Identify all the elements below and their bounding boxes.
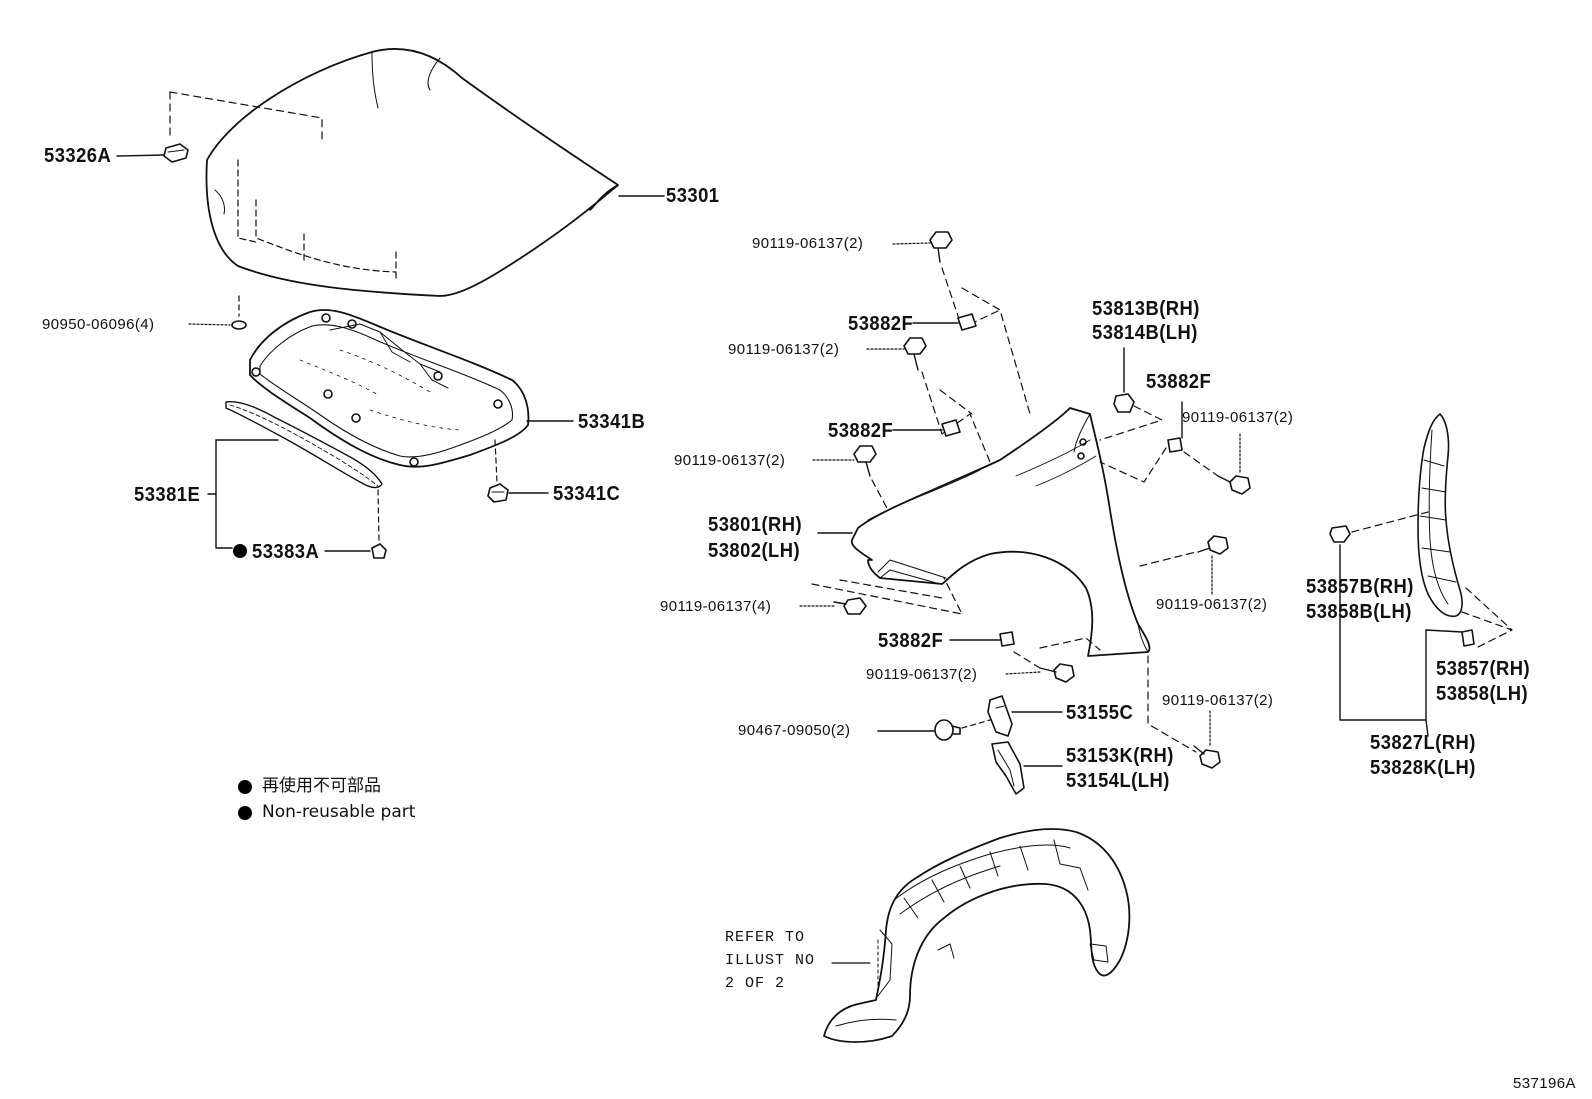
label-53857B: 53857B(RH) [1306,576,1414,598]
clip-90467-09050[interactable] [934,719,961,741]
label-bolt-6: 90119-06137(2) [1182,409,1294,426]
label-53341C: 53341C [553,483,621,505]
label-53383A: 53383A [252,541,320,563]
refer-line-1: REFER TO [725,929,806,946]
non-reusable-marker [233,544,247,558]
bolt-90119-top[interactable] [929,231,953,263]
refer-line-2: ILLUST NO [725,952,816,969]
bolt-90119-2[interactable] [903,337,927,371]
label-53301: 53301 [666,185,720,207]
fender-liner-reference[interactable] [823,828,1131,1043]
label-53858: 53858(LH) [1436,683,1529,705]
label-bolt-4: 90119-06137(4) [660,598,772,615]
label-90950-06096: 90950-06096(4) [42,316,155,333]
legend-english: Non-reusable part [262,802,416,822]
nut-53857[interactable] [1461,629,1475,647]
label-53828K: 53828K(LH) [1370,757,1476,779]
hood-panel[interactable] [169,48,619,297]
label-90467-09050: 90467-09050(2) [738,722,851,739]
label-53882F-1: 53882F [848,313,914,335]
bracket-53882F-3[interactable] [999,631,1015,647]
fender-bracket-53827L[interactable] [1417,413,1463,618]
bolt-90119-5[interactable] [1039,663,1075,683]
label-53381E: 53381E [134,484,201,506]
label-bolt-7: 90119-06137(2) [1156,596,1268,613]
bolt-90119-3[interactable] [853,445,877,477]
label-53802-lh: 53802(LH) [708,540,801,562]
label-bolt-1: 90119-06137(2) [752,235,864,252]
label-53341B: 53341B [578,411,646,433]
bolt-90119-7[interactable] [1197,535,1229,555]
label-53813B: 53813B(RH) [1092,298,1200,320]
bracket-53882F-4[interactable] [1167,437,1183,453]
label-53827L: 53827L(RH) [1370,732,1476,754]
label-bolt-5: 90119-06137(2) [866,666,978,683]
legend-dot-jp [238,780,252,794]
clip-53383A[interactable] [371,543,387,559]
stopper-53813B[interactable] [1113,393,1135,413]
clip-53341C[interactable] [487,483,509,503]
label-53326A: 53326A [44,145,112,167]
figure-id: 537196A [1513,1075,1576,1092]
label-bolt-3: 90119-06137(2) [674,452,786,469]
label-53155C: 53155C [1066,702,1134,724]
bracket-53882F-1[interactable] [957,313,977,331]
label-53882F-2: 53882F [828,420,894,442]
label-53857: 53857(RH) [1436,658,1531,680]
seal-53153K[interactable] [991,741,1025,795]
legend-dot-en [238,806,252,820]
label-bolt-2: 90119-06137(2) [728,341,840,358]
plug-90950-06096[interactable] [231,320,247,330]
bolt-90119-8[interactable] [1193,745,1221,769]
label-bolt-8: 90119-06137(2) [1162,692,1274,709]
bolt-90119-4pcs[interactable] [833,597,867,615]
legend-japanese: 再使用不可部品 [262,776,381,796]
label-53801-rh: 53801(RH) [708,514,803,536]
front-fender[interactable] [850,407,1151,657]
label-53153K: 53153K(RH) [1066,745,1174,767]
seal-53155C[interactable] [987,695,1013,737]
label-53154L: 53154L(LH) [1066,770,1170,792]
label-53882F-3: 53882F [878,630,944,652]
bolt-90119-6[interactable] [1217,475,1251,495]
label-53814B: 53814B(LH) [1092,322,1198,344]
hood-cushion-53326A[interactable] [163,143,189,163]
clip-53857B[interactable] [1329,525,1351,543]
refer-line-3: 2 OF 2 [725,975,786,992]
hood-seal-53381E[interactable] [225,401,383,489]
label-53858B: 53858B(LH) [1306,601,1412,623]
label-53882F-4: 53882F [1146,371,1212,393]
hood-insulator-53341B[interactable] [249,309,530,468]
bracket-53882F-2[interactable] [941,419,961,437]
